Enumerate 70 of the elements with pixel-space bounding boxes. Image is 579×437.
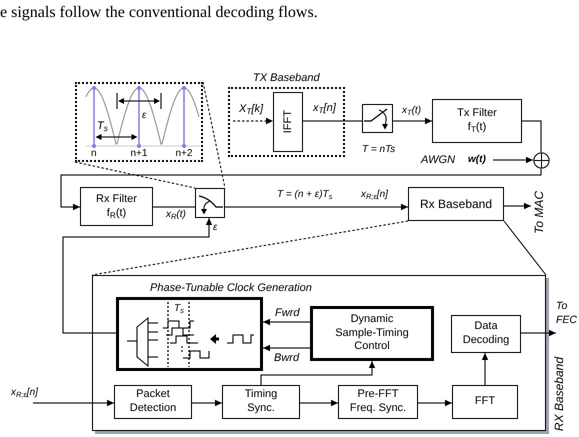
process-box bbox=[408, 187, 504, 221]
sample-index-label: n+2 bbox=[176, 149, 192, 159]
process-box bbox=[451, 315, 521, 353]
connector-line bbox=[152, 206, 196, 208]
signal-label: x$_{R;ε}$[n] bbox=[361, 189, 388, 201]
connector-line bbox=[522, 120, 542, 152]
arrow bbox=[418, 400, 452, 406]
block-label: Timing Sync. bbox=[244, 388, 278, 416]
noise-signal-label: w(t) bbox=[468, 155, 486, 165]
signal-label: X$_{T}$[k] bbox=[239, 103, 264, 116]
dashed-arrow bbox=[232, 118, 274, 124]
body-text: e signals follow the conventional decoding flows. bbox=[0, 3, 318, 22]
connector-line bbox=[302, 120, 362, 122]
filter-box bbox=[80, 187, 153, 226]
output-label: To FEC bbox=[556, 299, 578, 328]
arrow bbox=[262, 344, 310, 352]
signal-label: x$_{T}$(t) bbox=[402, 105, 422, 117]
control-box bbox=[310, 306, 434, 361]
arrow bbox=[392, 118, 432, 124]
sampling-time-label: T = (n + ε)T$_{s}$ bbox=[277, 189, 332, 201]
signal-label: x$_{R}$(t) bbox=[166, 209, 186, 221]
sample-index-label: n+1 bbox=[130, 149, 148, 159]
filter-box bbox=[432, 99, 522, 143]
annotation-label: T = nTs bbox=[362, 144, 396, 156]
block-label: FFT bbox=[474, 395, 496, 409]
arrow bbox=[224, 204, 408, 210]
block-label: Packet Detection bbox=[128, 388, 178, 416]
dashed-connector-line bbox=[74, 162, 196, 188]
dashed-connector-line bbox=[92, 220, 408, 276]
block-label: IFFT bbox=[282, 110, 294, 134]
arrow bbox=[32, 400, 114, 406]
sample-index-label: n bbox=[91, 149, 97, 159]
arrow bbox=[192, 400, 222, 406]
connector-line bbox=[504, 220, 546, 276]
period-label: T$_{s}$ bbox=[174, 303, 184, 315]
output-label: To MAC bbox=[532, 190, 544, 234]
arrow bbox=[60, 168, 542, 210]
block-label: Data Decoding bbox=[462, 320, 510, 348]
arrow bbox=[262, 318, 310, 326]
arrow bbox=[482, 352, 488, 386]
arrow bbox=[260, 360, 376, 386]
block-label: Dynamic Sample-Timing Control bbox=[334, 312, 410, 354]
process-box bbox=[338, 385, 418, 419]
arrow bbox=[492, 156, 534, 164]
magnified-inset-box bbox=[75, 82, 203, 162]
process-box bbox=[222, 385, 300, 419]
dashed-connector-line bbox=[202, 82, 226, 188]
signal-label: x$_{T}$[n] bbox=[313, 102, 336, 116]
transfer-function-label: f$_{R}$(t) bbox=[106, 206, 126, 220]
period-label: T$_{s}$ bbox=[97, 120, 108, 134]
noise-source-label: AWGN bbox=[421, 154, 456, 166]
arrow bbox=[520, 330, 556, 336]
process-box bbox=[273, 92, 303, 152]
signal-label: x$_{R;ε}$[n] bbox=[11, 387, 38, 399]
process-box bbox=[452, 385, 518, 419]
block-title: Phase-Tunable Clock Generation bbox=[150, 283, 312, 294]
arrow bbox=[504, 202, 532, 210]
arrow bbox=[300, 400, 338, 406]
block-label: Rx Filter bbox=[96, 192, 137, 206]
arrow bbox=[62, 218, 212, 334]
block-label: Pre-FFT Freq. Sync. bbox=[348, 388, 408, 416]
group-title: RX Baseband bbox=[553, 357, 565, 432]
process-box bbox=[114, 385, 192, 419]
transfer-function-label: f$_{T}$(t) bbox=[468, 121, 486, 135]
group-title: TX Baseband bbox=[253, 73, 320, 84]
adder-symbol bbox=[533, 152, 550, 169]
epsilon-label: ε bbox=[142, 110, 146, 121]
block-label: Tx Filter bbox=[457, 107, 497, 121]
block-label: Rx Baseband bbox=[420, 196, 492, 212]
sampler-box bbox=[195, 188, 225, 218]
